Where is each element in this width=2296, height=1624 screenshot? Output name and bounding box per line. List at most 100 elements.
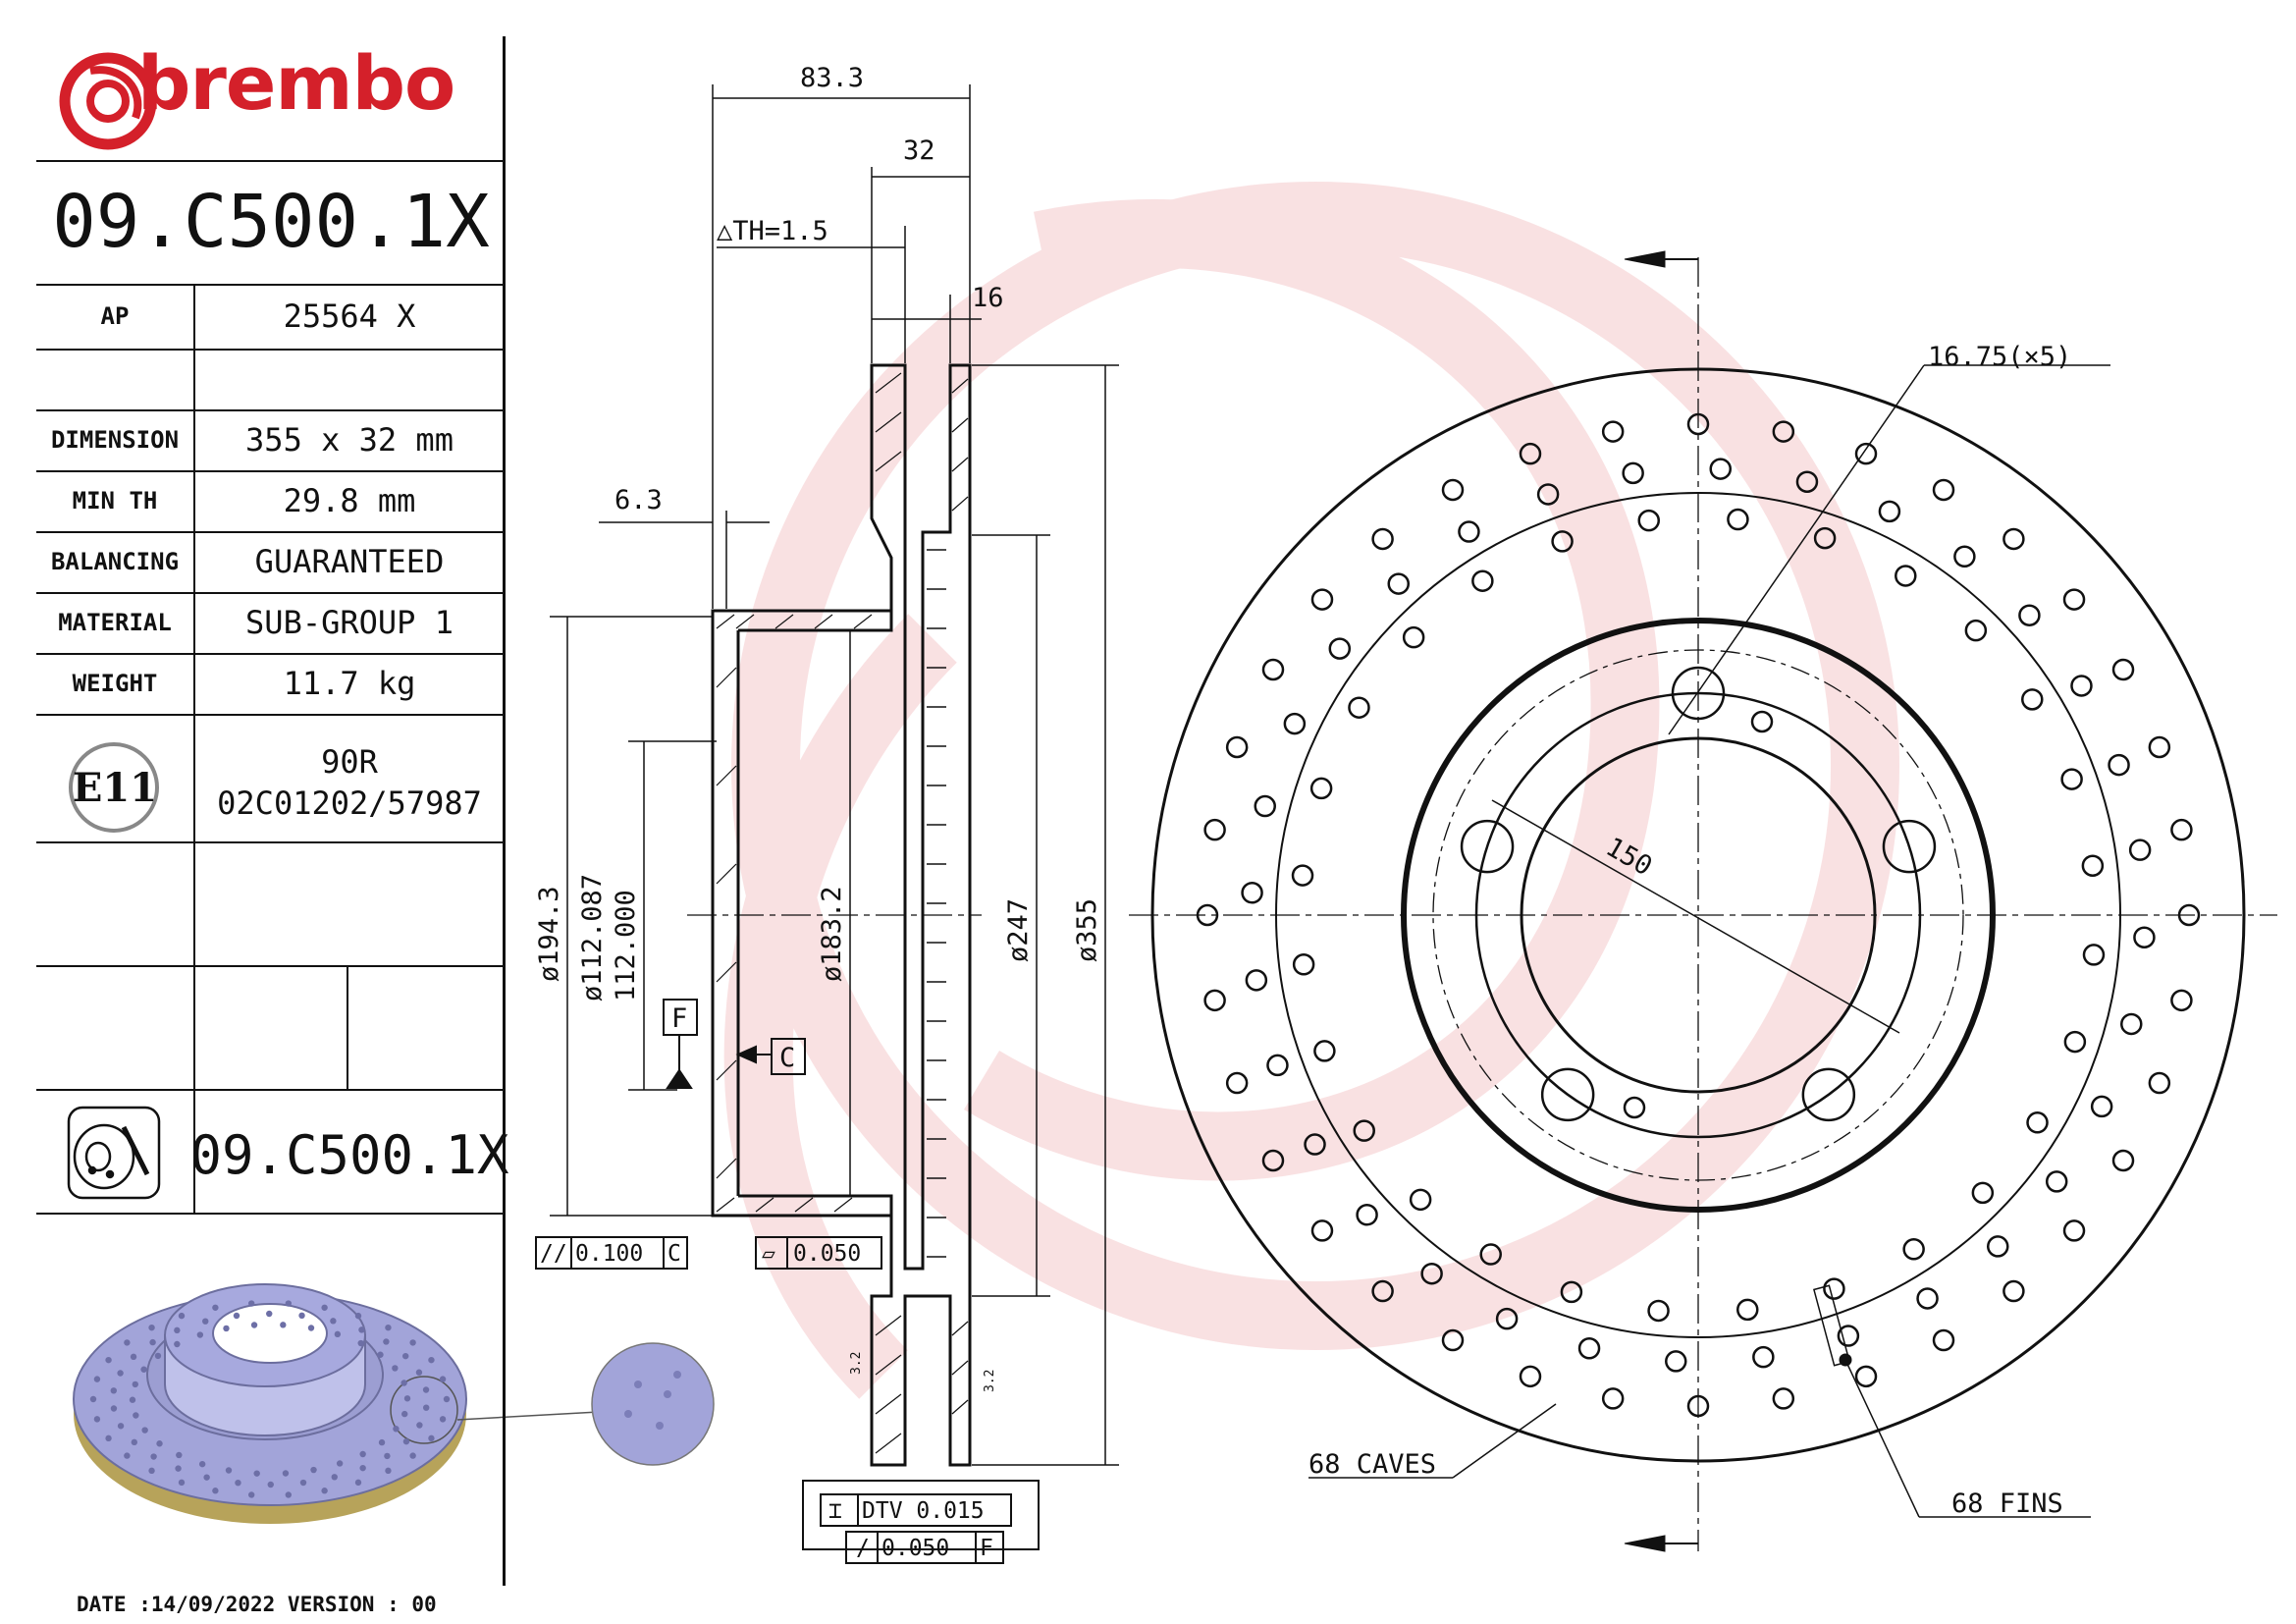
title-block [36,36,506,1586]
drill-hole [2062,588,2086,611]
spec-label-material: MATERIAL [58,609,172,636]
e11-mark-label: E11 [72,764,158,811]
disc-type-icon [67,1106,161,1200]
drill-hole [1577,1337,1601,1360]
render-drill-hole [330,1318,337,1325]
drill-hole [2062,1219,2086,1242]
drill-hole [1823,1277,1845,1300]
approval-line2: 02C01202/57987 [217,785,482,822]
drill-hole [1953,545,1976,568]
drill-hole [2133,926,2156,948]
drill-hole [1932,1328,1955,1352]
drill-hole [1551,530,1574,553]
render-drill-hole [233,1312,240,1320]
spec-value-dimension: 355 x 32 mm [245,421,454,459]
drill-hole [1686,1394,1710,1418]
drill-hole [1266,1054,1289,1077]
lug-hole [1671,666,1726,721]
drill-hole [2148,1071,2171,1095]
drill-hole [1837,1325,1860,1347]
drill-hole [1310,1219,1334,1242]
render-drill-hole [148,1467,155,1475]
render-drill-hole [321,1488,328,1494]
render-drill-hole [93,1416,101,1423]
render-drill-hole [409,1452,416,1459]
render-drill-hole [403,1395,411,1402]
drill-hole [1371,527,1394,551]
drill-hole [2170,818,2193,841]
drill-hole [1313,1040,1336,1062]
drill-hole [2120,1012,2143,1036]
drill-hole [1409,1188,1432,1212]
brand-wordmark: brembo [137,39,455,127]
drill-hole [1328,637,1352,660]
render-drill-hole [89,1395,97,1403]
render-drill-hole [141,1427,148,1434]
approval-line1: 90R [321,743,378,781]
render-drill-hole [110,1387,117,1394]
spec-value-material: SUB-GROUP 1 [245,604,454,641]
drill-hole [1245,969,1268,992]
render-drill-hole [212,1488,219,1494]
render-drill-hole [416,1422,423,1429]
render-drill-hole [307,1325,315,1331]
render-drill-hole [359,1464,366,1472]
render-drill-hole [310,1466,317,1474]
drill-hole [1283,712,1307,735]
render-drill-hole [203,1474,210,1481]
render-drill-hole [415,1369,423,1376]
render-drill-hole [117,1423,125,1430]
locator-hole [1623,1096,1646,1119]
render-drill-hole [282,1470,290,1477]
spec-label-dimension: DIMENSION [50,426,180,454]
brembo-watermark-icon [723,182,1899,1399]
render-drill-hole [178,1312,186,1320]
render-drill-hole [150,1453,157,1460]
drill-hole [1536,483,1560,506]
render-drill-hole [377,1351,384,1358]
render-drill-hole [321,1304,328,1311]
lug-hole [1882,819,1937,874]
spec-label-blank [36,349,193,409]
drill-hole [1622,461,1644,485]
render-drill-hole [336,1460,344,1467]
drill-hole [2070,675,2093,697]
drill-hole [1971,1181,1995,1205]
render-drill-hole [298,1312,305,1320]
drill-hole [1304,1133,1326,1156]
part-number-footer: 09.C500.1X [189,1123,509,1186]
lug-hole [1540,1067,1595,1122]
render-drill-hole [354,1479,362,1487]
drill-hole [2045,1170,2068,1193]
render-drill-hole [156,1440,163,1447]
render-drill-hole [225,1467,233,1474]
render-drill-hole [175,1465,182,1472]
render-drill-hole [140,1366,147,1373]
render-drill-hole [392,1365,399,1372]
render-drill-hole [117,1370,124,1377]
render-drill-hole [131,1438,138,1446]
render-drill-hole [196,1331,204,1338]
render-drill-hole [247,1491,255,1498]
render-drill-hole [385,1467,392,1475]
spec-label-ap: AP [100,302,130,330]
spec-label-balancing: BALANCING [50,548,180,575]
drill-hole [1813,526,1837,550]
drill-hole [1203,818,1226,841]
drill-hole [1964,619,1988,642]
drill-hole [1471,569,1494,592]
part-number: 09.C500.1X [52,180,490,264]
spec-value-weight: 11.7 kg [283,665,416,702]
drill-hole [2128,839,2152,861]
drill-hole [1987,1235,2009,1258]
render-drill-hole [384,1452,391,1460]
drill-hole [1261,658,1285,681]
render-drill-hole [247,1300,255,1307]
drill-hole [2148,735,2171,759]
drill-hole [1441,1328,1465,1352]
drill-hole [1291,864,1314,887]
render-drill-hole [223,1325,230,1332]
drill-hole [1402,625,1425,649]
drill-hole [1895,565,1917,587]
drill-hole [2018,604,2041,626]
